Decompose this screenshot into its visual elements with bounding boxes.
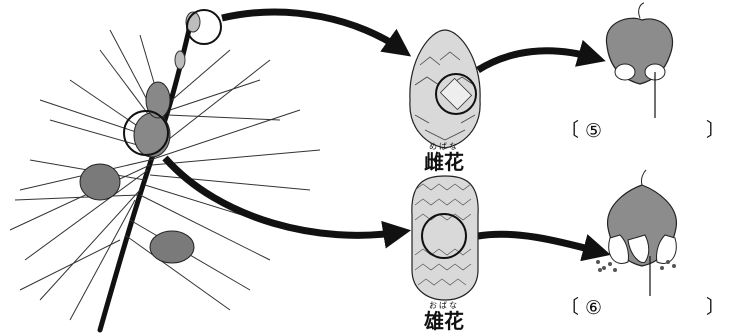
male-flower-label: 雄花 <box>424 311 464 331</box>
arrow-to-male <box>165 158 400 235</box>
male-flower <box>412 176 478 300</box>
female-scale-5 <box>606 3 672 118</box>
answer-5-open: 〔 <box>560 121 579 140</box>
arrow-to-female <box>222 12 402 50</box>
arrow-to-scale6 <box>478 234 600 252</box>
answer-5-number: ⑤ <box>585 122 602 141</box>
female-flower <box>410 30 480 148</box>
female-flower-label: 雌花 <box>424 152 464 172</box>
male-scale-6 <box>596 170 676 296</box>
pine-branch <box>10 10 320 330</box>
answer-6-close: 〕 <box>706 298 725 317</box>
arrow-to-scale5 <box>478 51 595 70</box>
answer-5-close: 〕 <box>706 121 725 140</box>
answer-6-number: ⑥ <box>585 299 602 318</box>
answer-6-open: 〔 <box>560 298 579 317</box>
